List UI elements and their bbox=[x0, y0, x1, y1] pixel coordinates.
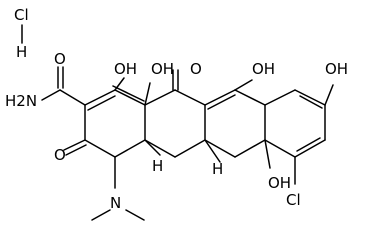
svg-text:H: H bbox=[152, 157, 163, 175]
bond bbox=[204, 89, 236, 106]
hydroxyl-6-label: OH bbox=[268, 174, 291, 192]
svg-text:O: O bbox=[54, 146, 66, 164]
svg-text:Cl: Cl bbox=[14, 6, 29, 24]
svg-text:OH: OH bbox=[325, 60, 348, 78]
salt-hydrogen-label: H bbox=[16, 43, 27, 61]
svg-text:OH: OH bbox=[114, 60, 137, 78]
bond bbox=[91, 209, 111, 221]
bond bbox=[59, 89, 86, 106]
bond-double bbox=[207, 94, 236, 110]
bond bbox=[264, 139, 296, 158]
hydroxyl-10-label: OH bbox=[325, 60, 348, 78]
hydrogen-5a-label: H bbox=[212, 160, 223, 178]
chlorine-7-label: Cl bbox=[286, 191, 301, 209]
bond bbox=[234, 89, 266, 106]
svg-text:OH: OH bbox=[252, 60, 275, 78]
hydrogen-4a-label: H bbox=[152, 157, 163, 175]
bond bbox=[264, 89, 296, 106]
bond bbox=[144, 89, 176, 106]
svg-text:OH: OH bbox=[268, 174, 291, 192]
amide-oxygen-label: O bbox=[54, 50, 66, 68]
ketone-ring-a-oxygen-label: O bbox=[54, 146, 66, 164]
bond bbox=[264, 139, 271, 169]
bond bbox=[84, 89, 116, 106]
bond bbox=[41, 89, 61, 101]
bond bbox=[144, 139, 176, 158]
bond bbox=[144, 139, 161, 156]
bond bbox=[63, 139, 86, 151]
svg-text:OH: OH bbox=[151, 60, 174, 78]
bond bbox=[294, 139, 326, 158]
svg-text:H2N: H2N bbox=[5, 92, 37, 110]
hydroxyl-4a-label: OH bbox=[151, 60, 174, 78]
bond bbox=[204, 139, 236, 158]
salt-chlorine-label: Cl bbox=[14, 6, 29, 24]
bond bbox=[174, 139, 206, 158]
bond bbox=[84, 139, 116, 158]
bond-double bbox=[87, 95, 116, 111]
dimethylamino-nitrogen-label: N bbox=[110, 194, 121, 212]
svg-text:Cl: Cl bbox=[286, 191, 301, 209]
bond-double bbox=[65, 144, 87, 156]
bond bbox=[234, 79, 253, 91]
bond-double bbox=[296, 137, 321, 152]
bond bbox=[294, 89, 326, 106]
bond bbox=[234, 139, 266, 158]
bond-double bbox=[299, 95, 323, 109]
bond bbox=[174, 89, 206, 106]
hydroxyl-ring-a-label: OH bbox=[114, 60, 137, 78]
svg-text:O: O bbox=[190, 60, 202, 78]
bond bbox=[114, 89, 146, 106]
bond bbox=[114, 139, 146, 158]
hydroxyl-12-label: OH bbox=[252, 60, 275, 78]
bond bbox=[324, 84, 334, 106]
bond bbox=[125, 209, 145, 221]
bond bbox=[204, 139, 221, 163]
svg-text:N: N bbox=[110, 194, 121, 212]
svg-text:H: H bbox=[212, 160, 223, 178]
amide-nitrogen-label: H2N bbox=[5, 92, 37, 110]
svg-text:O: O bbox=[54, 50, 66, 68]
ketone-11-oxygen-label: O bbox=[190, 60, 202, 78]
bond-double bbox=[112, 85, 145, 102]
bond bbox=[144, 82, 151, 106]
svg-text:H: H bbox=[16, 43, 27, 61]
